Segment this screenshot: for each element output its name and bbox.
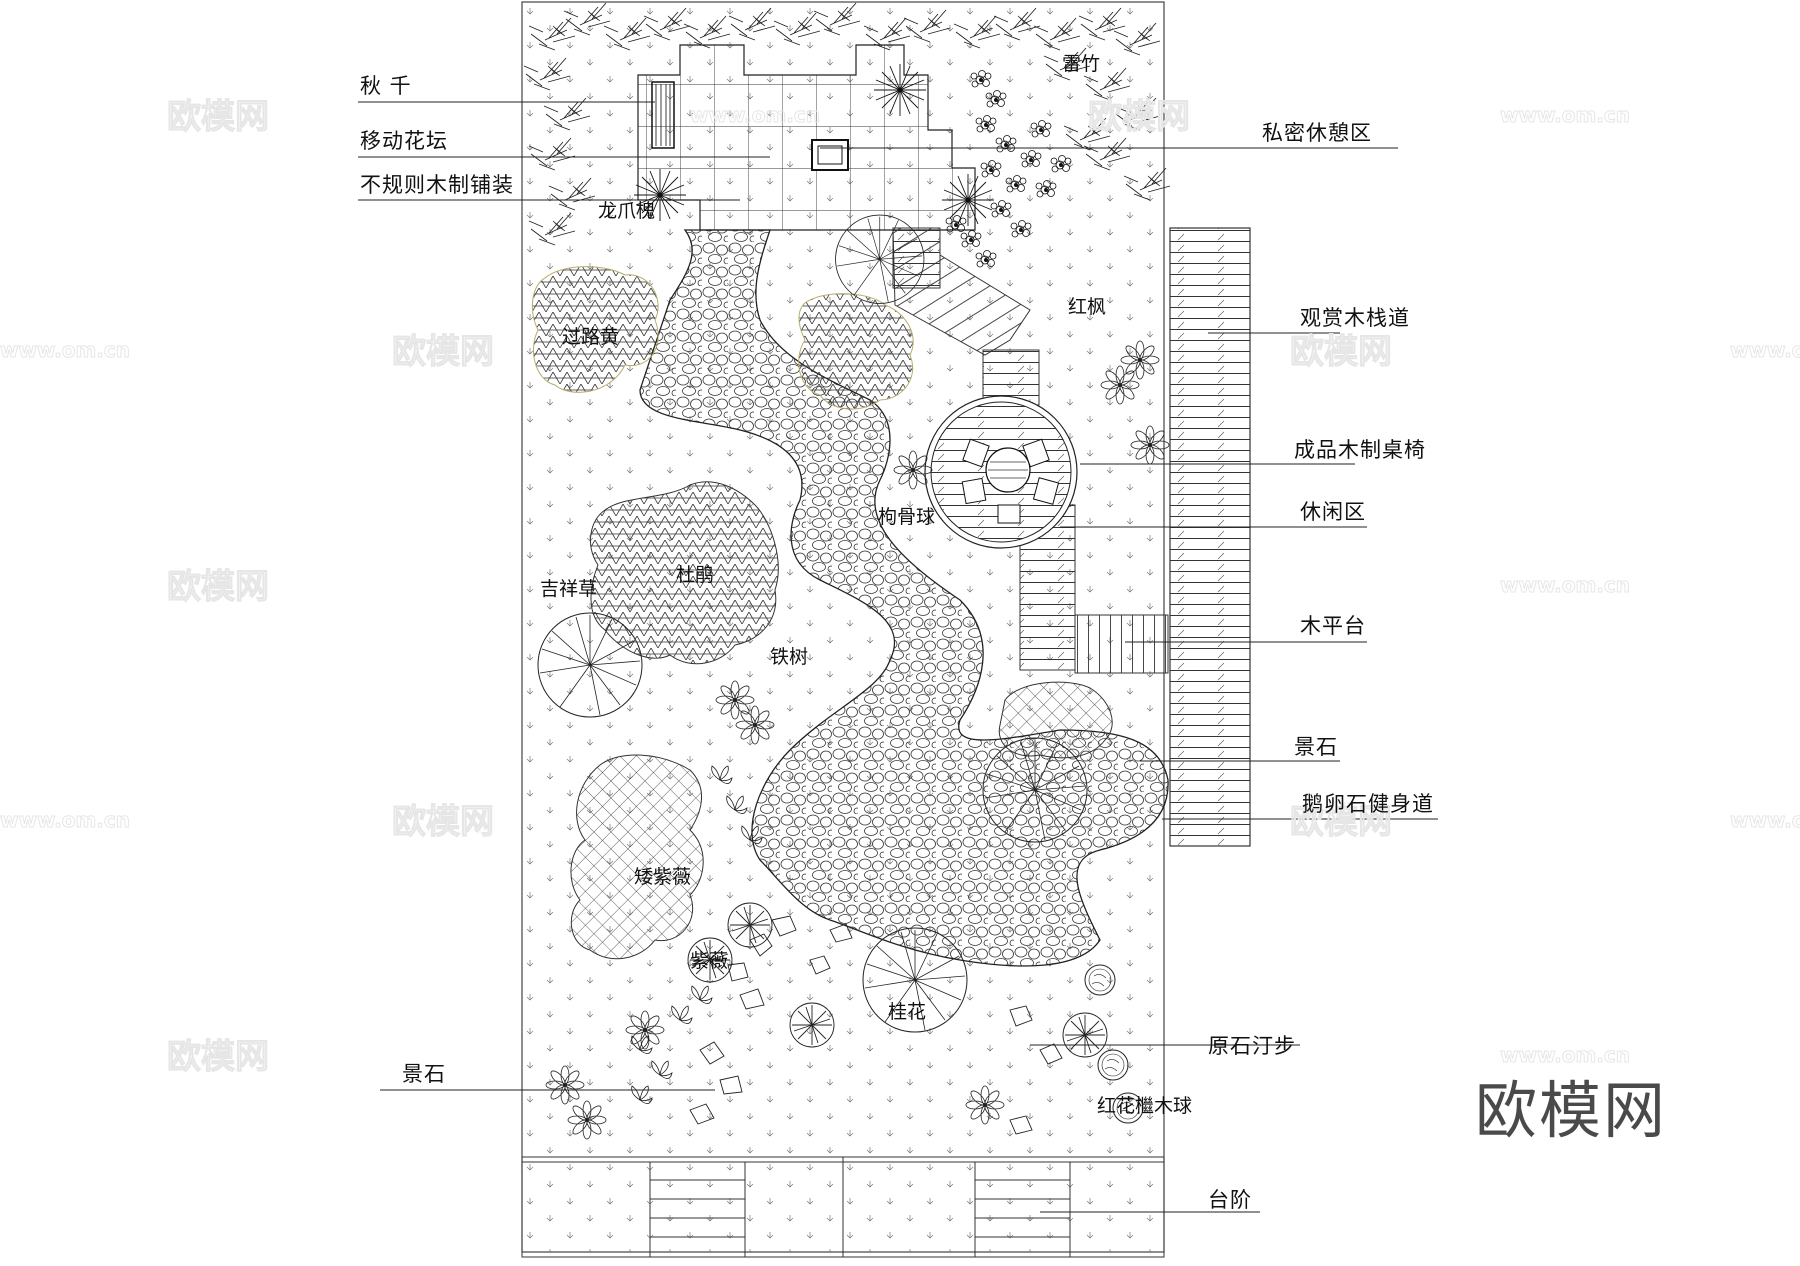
plant-label-crape-myrtle: 紫薇 bbox=[690, 950, 729, 972]
callout-private-rest-area: 私密休憩区 bbox=[1262, 121, 1372, 145]
dwarf-crape-myrtle-mass bbox=[570, 754, 704, 960]
callout-landscape-stone-bottom: 景石 bbox=[402, 1062, 446, 1086]
watermark-url: www.om.cn bbox=[1499, 573, 1631, 597]
watermark-brand: 欧模网 bbox=[1088, 97, 1191, 137]
callout-irregular-wood-paving: 不规则木制铺装 bbox=[360, 173, 514, 197]
watermark-url: www.om.cn bbox=[1729, 338, 1800, 362]
callout-wood-platform: 木平台 bbox=[1300, 614, 1366, 638]
watermark-url: www.om.cn bbox=[0, 338, 131, 362]
watermark-url: www.om.cn bbox=[0, 808, 131, 832]
table-and-chairs bbox=[961, 438, 1060, 524]
watermark-brand: 欧模网 bbox=[1290, 332, 1393, 372]
steps bbox=[521, 1156, 1165, 1258]
plant-label-red-maple: 红枫 bbox=[1068, 296, 1107, 318]
leader-lines bbox=[358, 101, 1438, 1213]
plant-label-azalea: 杜鹃 bbox=[676, 564, 715, 586]
callout-pebble-fitness-path: 鹅卵石健身道 bbox=[1302, 792, 1434, 816]
plant-label-pagoda-tree: 龙爪槐 bbox=[598, 200, 656, 222]
watermark-brand: 欧模网 bbox=[392, 802, 495, 842]
pebble-fitness-path bbox=[639, 229, 1169, 967]
plant-label-golden-privet: 过路黄 bbox=[562, 326, 620, 348]
plant-label-lei-bamboo: 雷竹 bbox=[1062, 53, 1101, 75]
callout-leisure-area: 休闲区 bbox=[1300, 500, 1366, 524]
plant-label-osmanthus: 桂花 bbox=[888, 1001, 927, 1023]
plant-label-cycad: 铁树 bbox=[770, 646, 809, 668]
watermark-url: www.om.cn bbox=[1499, 103, 1631, 127]
plant-label-dwarf-crape-myrtle: 矮紫薇 bbox=[634, 866, 692, 888]
plant-label-lucky-grass: 吉祥草 bbox=[540, 578, 598, 600]
watermark-url: www.om.cn bbox=[689, 103, 821, 127]
plant-label-holly-ball: 枸骨球 bbox=[878, 506, 936, 528]
irregular-wood-paving bbox=[637, 44, 976, 231]
callout-stepping-stones: 原石汀步 bbox=[1208, 1034, 1296, 1058]
stepping-stones bbox=[689, 915, 1063, 1135]
callout-wooden-table-chairs: 成品木制桌椅 bbox=[1294, 438, 1426, 462]
callout-swing: 秋 千 bbox=[360, 74, 412, 98]
azalea-mass bbox=[590, 481, 779, 665]
ornamental-boardwalk bbox=[1169, 227, 1251, 847]
watermark-brand: 欧模网 bbox=[1290, 802, 1393, 842]
callout-movable-planter: 移动花坛 bbox=[360, 129, 448, 153]
callout-ornamental-boardwalk: 观赏木栈道 bbox=[1300, 306, 1410, 330]
callout-landscape-stone-right: 景石 bbox=[1294, 735, 1338, 759]
watermark-url: www.om.cn bbox=[1729, 808, 1800, 832]
plant-label-loropetalum-ball: 红花檵木球 bbox=[1097, 1095, 1193, 1117]
callout-steps: 台阶 bbox=[1208, 1188, 1252, 1212]
watermark-brand: 欧模网 bbox=[392, 332, 495, 372]
golden-privet-mass-left bbox=[531, 266, 659, 393]
watermark-brand: 欧模网 bbox=[167, 567, 270, 607]
watermark-url: www.om.cn bbox=[1499, 1043, 1631, 1067]
brand-watermark: 欧模网 bbox=[1475, 1074, 1668, 1147]
golden-privet-mass-right bbox=[798, 293, 914, 410]
wood-platform bbox=[1074, 614, 1169, 674]
watermark-brand: 欧模网 bbox=[167, 97, 270, 137]
watermark-brand: 欧模网 bbox=[167, 1037, 270, 1077]
